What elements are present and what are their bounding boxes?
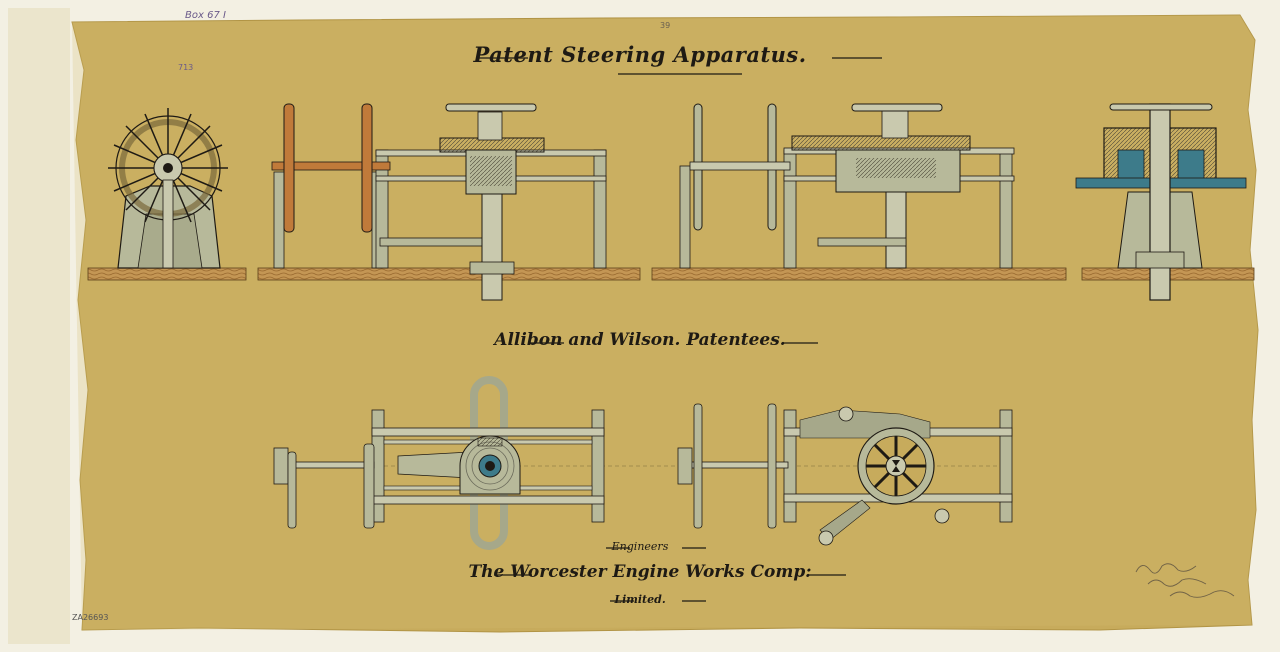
- top-mark: 39: [660, 21, 671, 30]
- side-elevation-right: [679, 103, 1015, 269]
- end-section: [1075, 103, 1247, 301]
- end-elevation-wheel: [108, 108, 228, 269]
- patentees-caption: Allibon and Wilson. Patentees.: [494, 330, 786, 350]
- sheet-number-annotation: 713: [178, 63, 194, 72]
- plan-right: [677, 403, 1013, 546]
- plan-left: [273, 376, 605, 550]
- signature: [1135, 563, 1235, 598]
- catalogue-reference: ZA26693: [72, 613, 109, 622]
- engineers-caption: Engineers: [611, 540, 669, 553]
- company-name: The Worcester Engine Works Comp:: [468, 562, 812, 582]
- title-rules: [478, 57, 882, 602]
- limited-caption: Limited.: [614, 593, 666, 606]
- drawing-title: Patent Steering Apparatus.: [473, 42, 807, 67]
- box-number-annotation: Box 67 I: [185, 10, 226, 21]
- side-elevation-left: [271, 103, 607, 301]
